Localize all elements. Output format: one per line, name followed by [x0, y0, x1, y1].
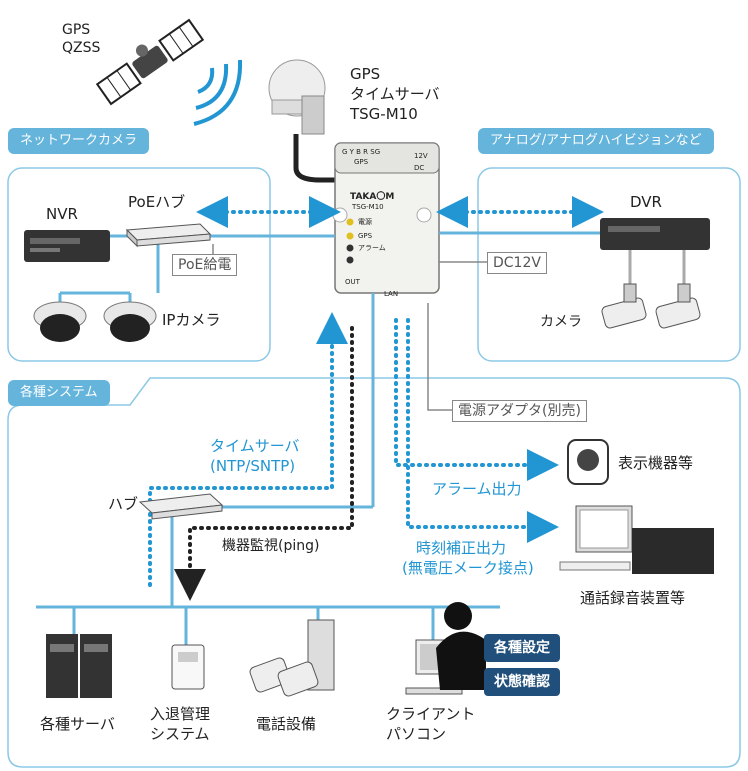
poe-power-label: PoE給電 [172, 254, 238, 276]
device-gps-port-label: GPS [354, 158, 369, 166]
device-led-alarm-label: アラーム [358, 244, 386, 252]
dc12v-label: DC12V [487, 252, 547, 274]
device-out-label: OUT [345, 278, 360, 286]
settings-badge: 各種設定 [484, 634, 560, 662]
network-wiring [36, 231, 600, 645]
analog-panel [477, 167, 741, 362]
section-tab-network-camera: ネットワークカメラ [8, 128, 150, 154]
power-adapter-label: 電源アダプタ(別売) [452, 400, 587, 422]
servers-label: 各種サーバ [40, 715, 115, 733]
time-correction-output-label: 時刻補正出力 [416, 539, 507, 557]
call-recorder-label: 通話録音装置等 [580, 589, 686, 607]
ntp-label-2: (NTP/SNTP) [210, 457, 296, 475]
time-correction-arrow [406, 318, 559, 543]
display-device-label: 表示機器等 [618, 454, 694, 472]
device-brand: TAKA〇M [350, 192, 395, 202]
phone-equipment-icon [249, 619, 335, 697]
dvr-icon [600, 218, 710, 250]
satellite-label-gps: GPS [62, 22, 91, 38]
ntp-arrow [148, 312, 348, 587]
ip-camera-label: IPカメラ [162, 311, 221, 329]
person-icon [436, 602, 486, 690]
servers-icon [46, 634, 112, 698]
phone-equipment-label: 電話設備 [256, 715, 317, 733]
ping-arrow [174, 326, 354, 601]
hub-icon [138, 493, 224, 520]
analog-camera-1-icon [601, 283, 647, 329]
client-pc-label-1: クライアント [386, 705, 476, 723]
poe-hub-icon [125, 223, 212, 248]
section-tab-analog: アナログ/アナログハイビジョンなど [478, 128, 714, 154]
device-port-label: G Y B R SG [342, 148, 381, 156]
device-led-power-label: 電源 [358, 218, 372, 226]
alarm-output-label: アラーム出力 [432, 480, 522, 498]
ping-monitoring-label: 機器監視(ping) [222, 538, 320, 554]
device-led-gps-label: GPS [358, 232, 373, 240]
nvr-icon [24, 230, 110, 262]
gps-antenna-icon [268, 59, 336, 183]
server-title-model: TSG-M10 [350, 105, 418, 123]
access-control-label-2: システム [150, 725, 210, 743]
server-title-gps: GPS [350, 65, 381, 83]
analog-camera-2-icon [655, 283, 701, 329]
poe-hub-label: PoEハブ [128, 193, 186, 211]
hub-label: ハブ [108, 495, 139, 513]
camera-label: カメラ [540, 314, 582, 330]
access-control-label-1: 入退管理 [150, 705, 211, 723]
dvr-label: DVR [630, 193, 662, 211]
ntp-label-1: タイムサーバ [210, 437, 300, 455]
device-model: TSG-M10 [352, 203, 384, 211]
alarm-output-arrow [394, 318, 559, 481]
no-voltage-contact-label: (無電圧メーク接点) [402, 559, 534, 577]
call-recorder-icon [559, 505, 714, 574]
display-device-icon [567, 439, 609, 485]
ip-camera-1-icon [33, 301, 87, 342]
ip-camera-2-icon [103, 301, 157, 342]
device-dc-label: DC [414, 164, 425, 172]
satellite-label-qzss: QZSS [62, 40, 101, 56]
server-title-type: タイムサーバ [350, 85, 440, 103]
device-lan-label: LAN [384, 290, 399, 298]
device-12v-label: 12V [414, 152, 428, 160]
signal-waves-icon [193, 59, 243, 126]
satellite-icon [95, 18, 205, 106]
status-badge: 状態確認 [484, 668, 560, 696]
network-camera-panel [7, 167, 271, 362]
nvr-label: NVR [46, 205, 78, 223]
section-tab-systems: 各種システム [8, 380, 110, 406]
client-pc-label-2: パソコン [386, 725, 447, 743]
access-control-icon [171, 644, 205, 690]
